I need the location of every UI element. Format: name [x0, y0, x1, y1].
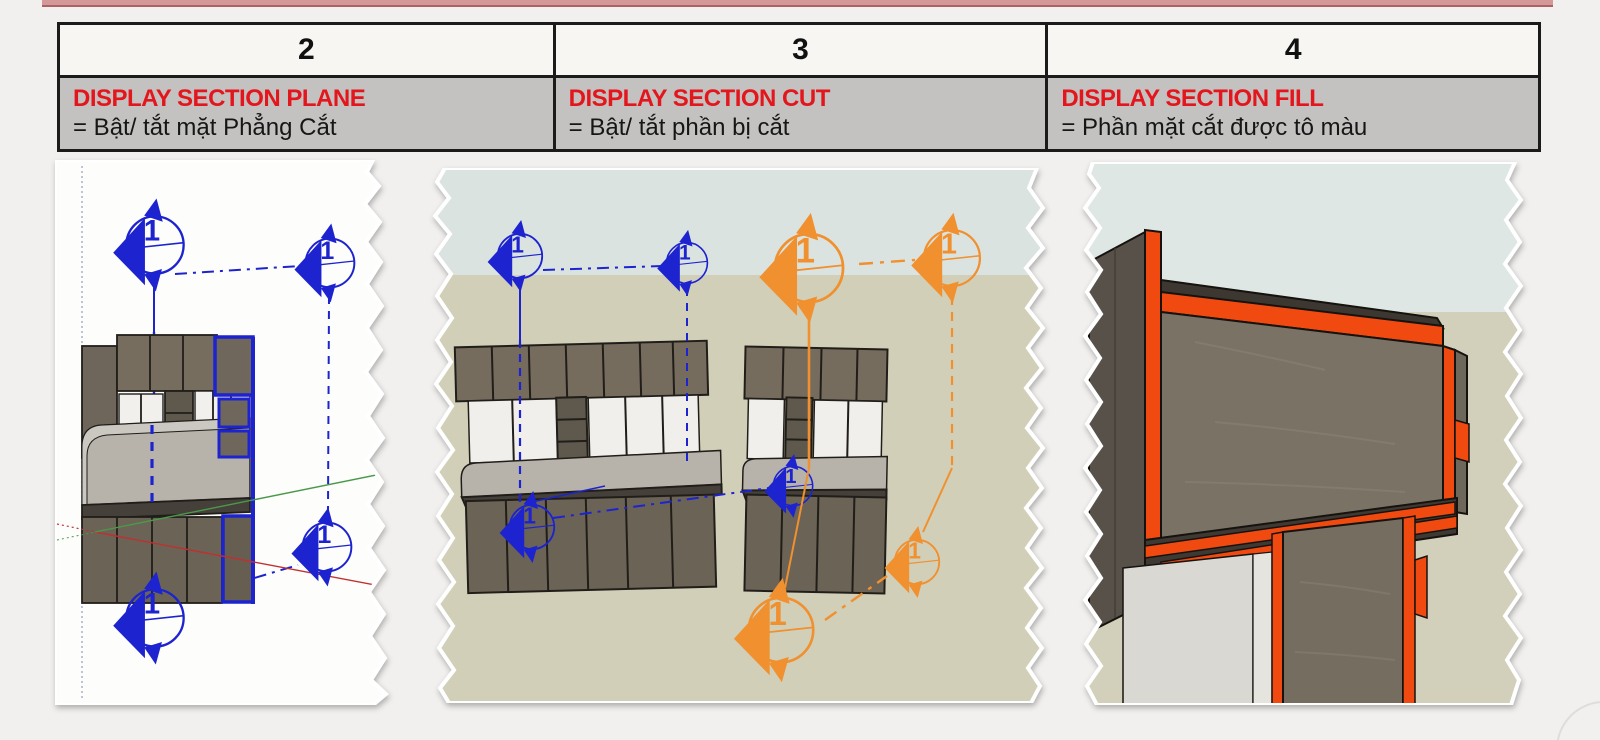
column-number: 4 [1045, 25, 1538, 75]
panel-section-plane [55, 160, 390, 705]
drawing-axes [56, 471, 386, 589]
top-red-bar [42, 0, 1553, 7]
sky [435, 168, 1043, 275]
section-plane-orange-lines [784, 258, 954, 621]
cut-cabinet-model [1088, 228, 1470, 705]
cabinet-model-right [741, 345, 889, 595]
watermark-circle [1556, 701, 1600, 740]
column-description: DISPLAY SECTION FILL = Phần mặt cắt được… [1045, 75, 1538, 149]
torn-edge [432, 168, 1046, 703]
column-number: 2 [60, 25, 553, 75]
section-plane-blue-lines [518, 265, 770, 519]
feature-subtitle: = Bật/ tắt mặt Phẳng Cắt [73, 114, 337, 141]
feature-title: DISPLAY SECTION PLANE [73, 85, 366, 112]
section-cut-profile-blue [150, 335, 255, 604]
torn-edge [55, 160, 390, 705]
torn-edge [1082, 162, 1524, 705]
feature-title: DISPLAY SECTION FILL [1061, 85, 1324, 112]
feature-subtitle: = Bật/ tắt phần bị cắt [568, 114, 790, 141]
column-number: 3 [552, 25, 1046, 75]
cabinet-model-left [453, 339, 723, 595]
feature-subtitle: = Phần mặt cắt được tô màu [1061, 114, 1368, 141]
header-table: 2 3 4 DISPLAY SECTION PLANE = Bật/ tắt m… [57, 22, 1541, 152]
panel-section-fill [1082, 162, 1524, 705]
column-description: DISPLAY SECTION PLANE = Bật/ tắt mặt Phẳ… [60, 75, 553, 149]
panel-section-cut [432, 168, 1046, 703]
column-description: DISPLAY SECTION CUT = Bật/ tắt phần bị c… [552, 75, 1046, 149]
feature-title: DISPLAY SECTION CUT [568, 85, 831, 112]
